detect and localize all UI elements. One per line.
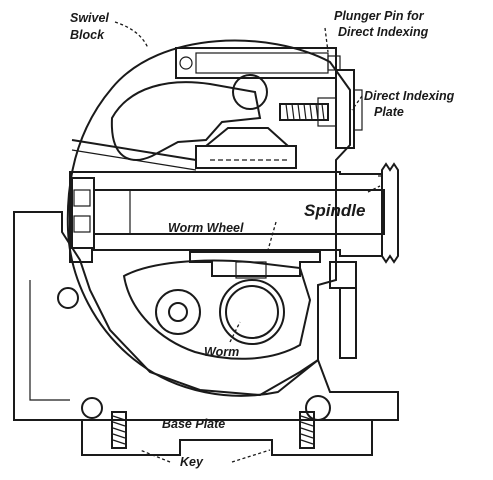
direct-indexing-plate-label: Direct Indexing [364, 89, 455, 103]
leader-lines [114, 21, 381, 463]
direct-indexing-plate [329, 69, 363, 359]
worm-wheel-label: Worm Wheel [168, 221, 244, 235]
plunger-pin-housing [175, 47, 341, 79]
worm-label: Worm [204, 345, 239, 359]
base-key-screws [111, 411, 315, 449]
base-plate-body [13, 211, 399, 456]
swivel-block-label: Block [70, 28, 105, 42]
base-bolt-holes [57, 287, 331, 421]
indexing-spring [279, 97, 337, 127]
plunger-pin-label: Direct Indexing [338, 25, 429, 39]
key-label: Key [180, 455, 204, 469]
base-plate-label: Base Plate [162, 417, 225, 431]
worm [219, 279, 285, 345]
spindle [69, 162, 399, 264]
worm-wheel [189, 251, 321, 279]
spindle-label: Spindle [304, 201, 365, 220]
direct-indexing-plate-label: Plate [374, 105, 404, 119]
clamp-block [71, 127, 297, 171]
plunger-pin-label: Plunger Pin for [334, 9, 425, 23]
pivot-pin [232, 74, 268, 110]
swivel-block-label: Swivel [70, 11, 109, 25]
worm-shaft-bearing [155, 289, 201, 335]
